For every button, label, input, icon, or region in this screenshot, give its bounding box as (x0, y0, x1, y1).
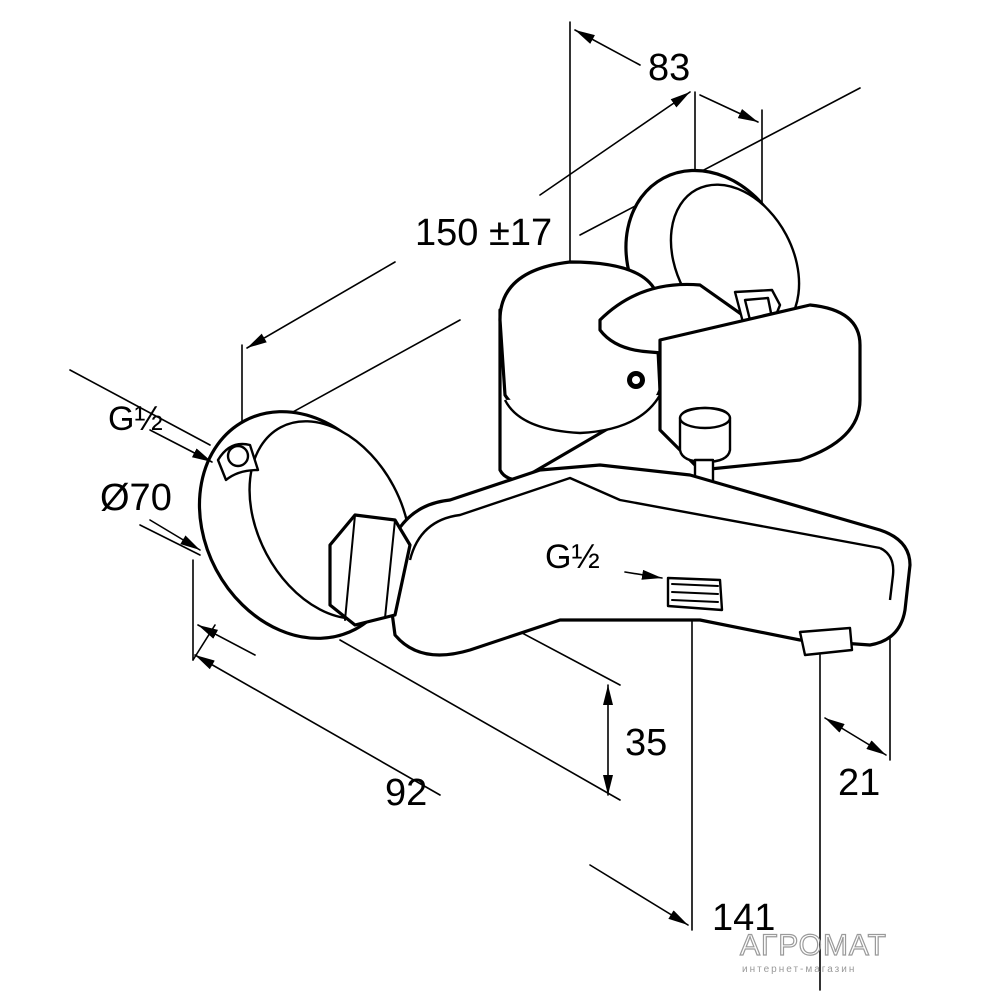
watermark-tagline: интернет-магазин (742, 964, 856, 975)
outlet-thread (666, 576, 724, 612)
spout (383, 463, 912, 657)
dim-92-label: 92 (385, 772, 427, 814)
inlet-thread-label: G½ (108, 400, 163, 438)
dim-21-label: 21 (838, 762, 880, 804)
dimension-lines (149, 29, 887, 926)
dim-141-label: 141 (712, 897, 775, 939)
watermark-brand: АГРОМАТ (740, 929, 887, 962)
inlet-nut (328, 513, 412, 627)
dim-150-label: 150 ±17 (415, 212, 552, 254)
diameter-label: Ø70 (100, 477, 172, 519)
dim-35-label: 35 (625, 722, 667, 764)
aerator (798, 626, 854, 657)
dim-83-label: 83 (648, 47, 690, 89)
diverter-knob (678, 406, 732, 484)
outlet-thread-label: G½ (545, 538, 600, 576)
